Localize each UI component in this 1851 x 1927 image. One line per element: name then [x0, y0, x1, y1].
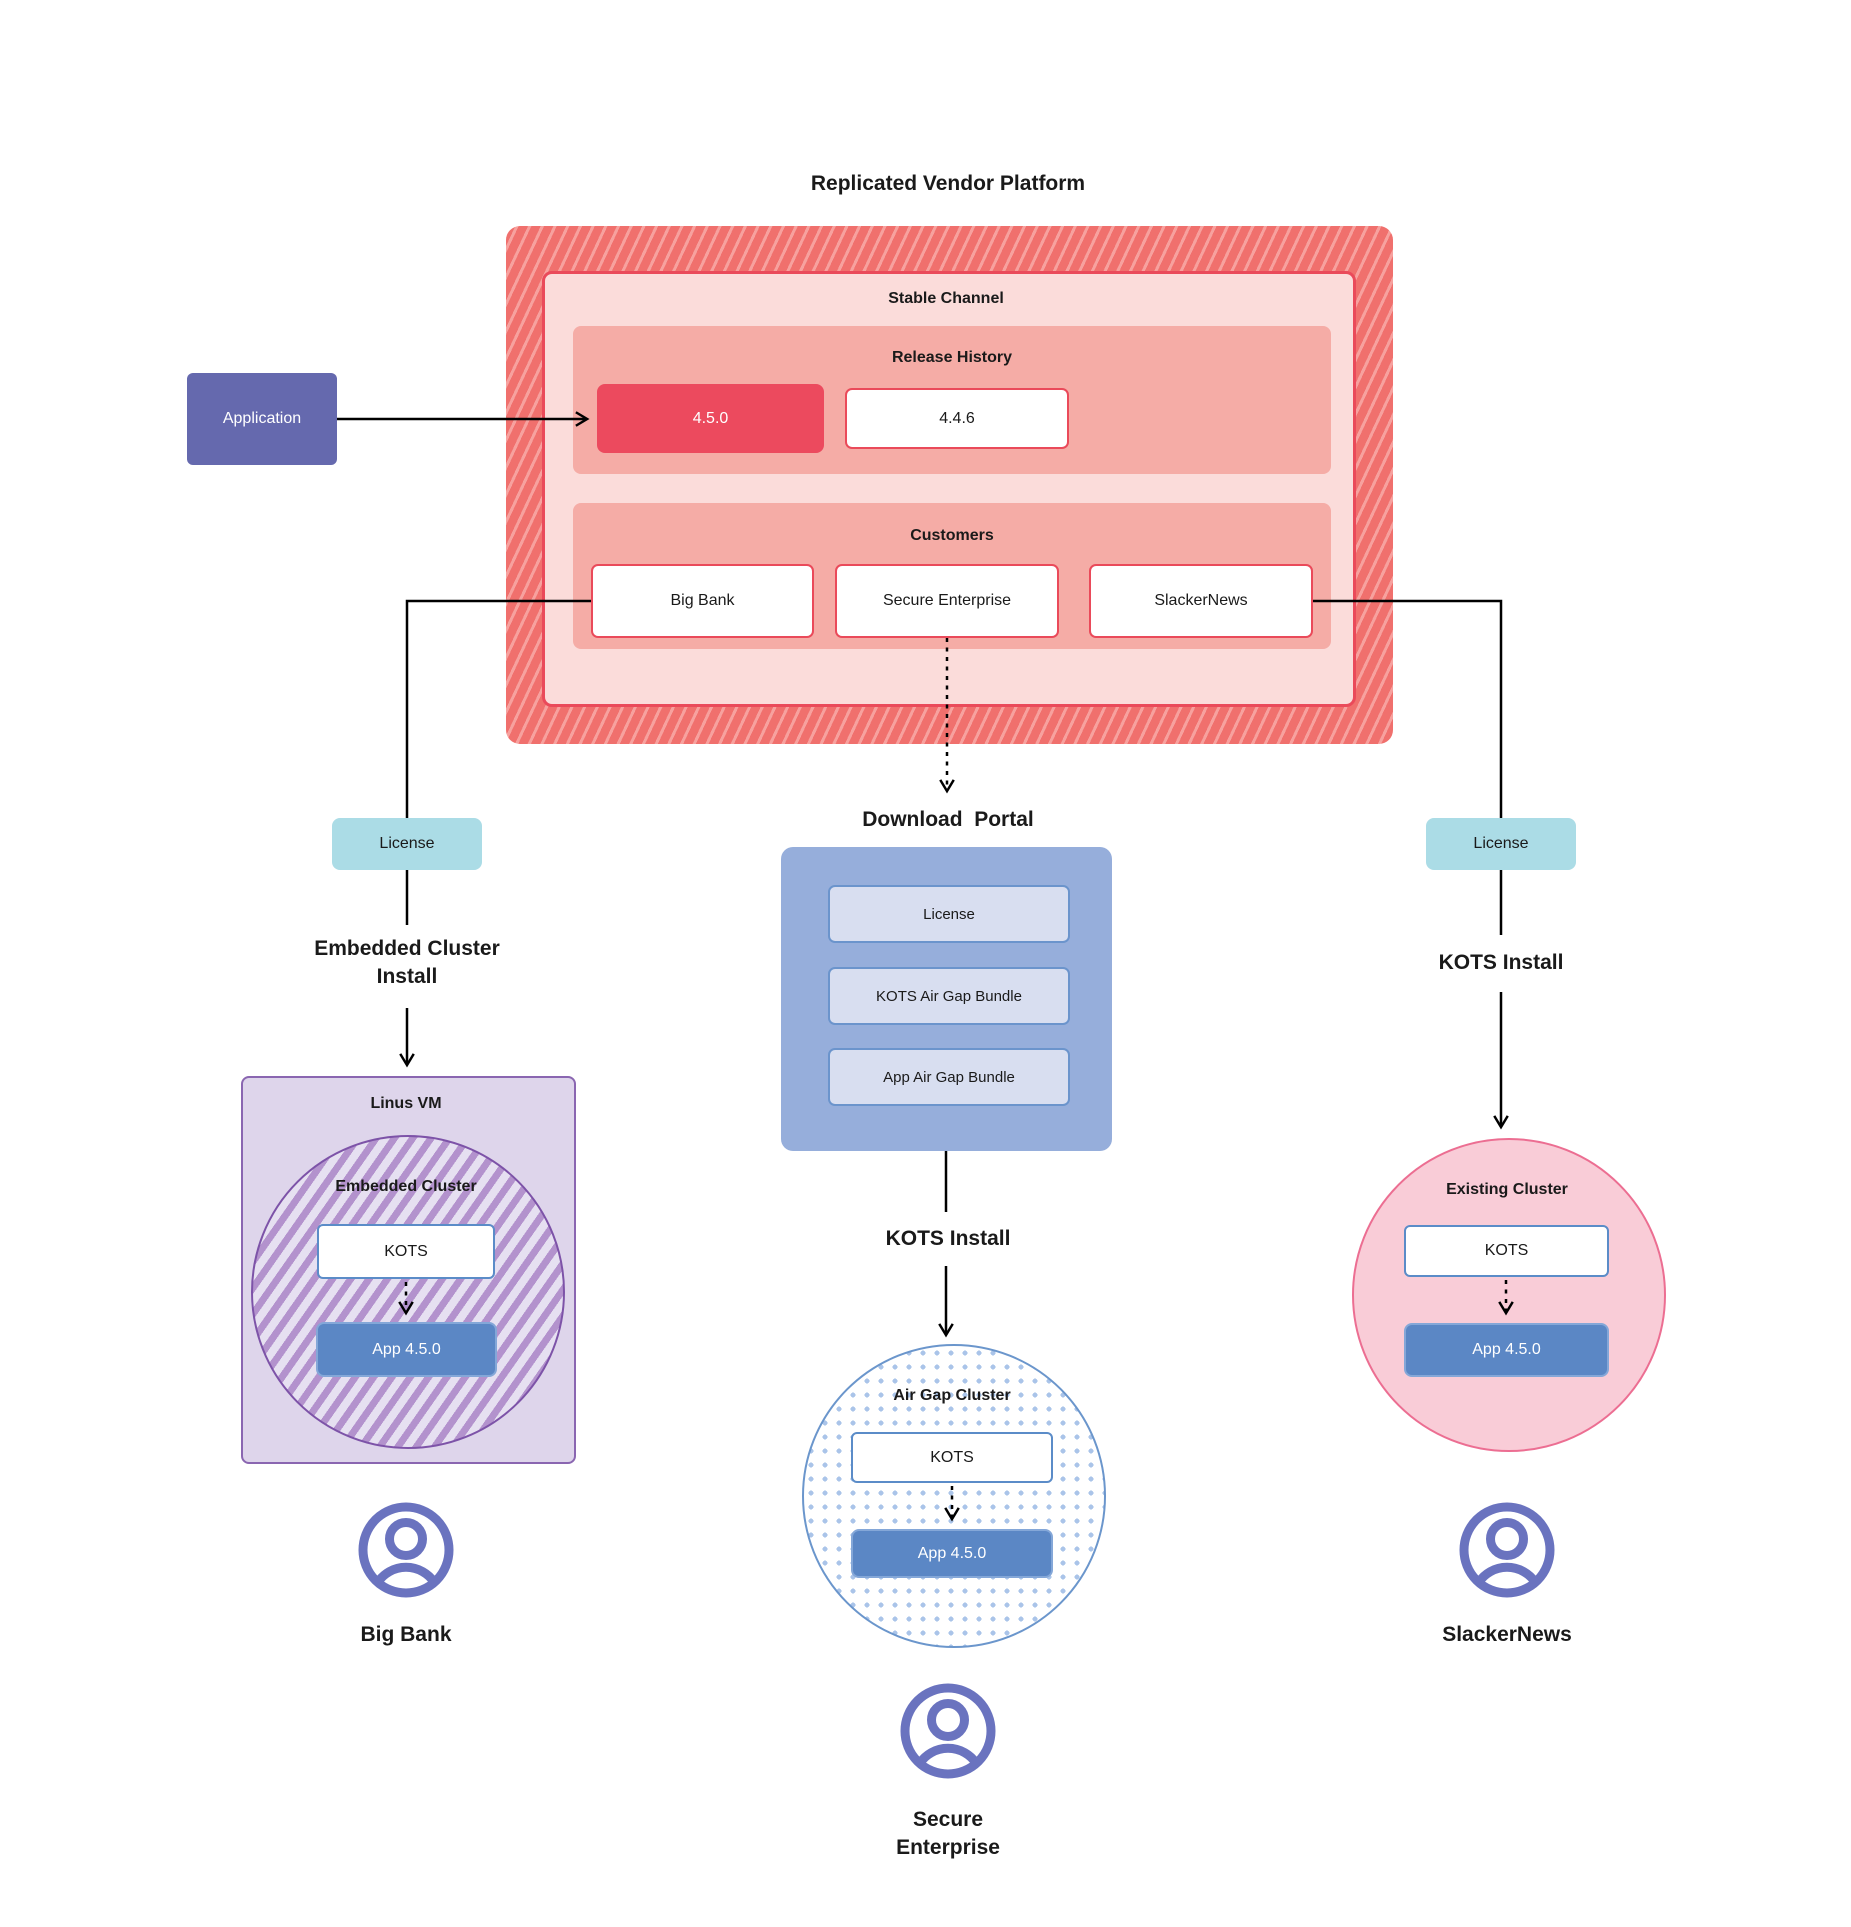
kots-box-right: KOTS	[1404, 1225, 1609, 1277]
customer-big-bank: Big Bank	[591, 564, 814, 638]
existing-cluster-circle	[1352, 1138, 1666, 1452]
linus-vm-label: Linus VM	[370, 1095, 442, 1112]
user-label-secure-enterprise: Secure Enterprise	[896, 1807, 1000, 1859]
app-box-middle: App 4.5.0	[851, 1529, 1053, 1578]
air-gap-cluster-circle	[802, 1344, 1106, 1648]
embedded-cluster-circle	[251, 1135, 565, 1449]
app-box-left: App 4.5.0	[316, 1322, 497, 1377]
user-label-slackernews: SlackerNews	[1442, 1622, 1572, 1646]
user-icon	[898, 1681, 998, 1781]
embedded-cluster-install-label: Embedded Cluster Install	[314, 936, 500, 988]
user-label-big-bank: Big Bank	[360, 1622, 452, 1646]
kots-box-left: KOTS	[317, 1224, 495, 1279]
user-icon	[1457, 1500, 1557, 1600]
kots-install-label-right: KOTS Install	[1438, 950, 1564, 974]
existing-cluster-label: Existing Cluster	[1446, 1181, 1568, 1198]
release-history-label: Release History	[891, 349, 1013, 366]
user-icon	[356, 1500, 456, 1600]
application-box: Application	[187, 373, 337, 465]
license-chip-left: License	[332, 818, 482, 870]
license-chip-right: License	[1426, 818, 1576, 870]
kots-box-middle: KOTS	[851, 1432, 1053, 1483]
portal-item-app-bundle: App Air Gap Bundle	[828, 1048, 1070, 1106]
download-portal-label: Download Portal	[862, 807, 1034, 831]
portal-item-license: License	[828, 885, 1070, 943]
diagram-title: Replicated Vendor Platform	[810, 172, 1086, 195]
kots-install-label-middle: KOTS Install	[885, 1226, 1011, 1250]
release-version-previous: 4.4.6	[845, 388, 1069, 449]
app-box-right: App 4.5.0	[1404, 1323, 1609, 1377]
portal-item-kots-bundle: KOTS Air Gap Bundle	[828, 967, 1070, 1025]
customers-label: Customers	[910, 527, 994, 544]
customer-secure-enterprise: Secure Enterprise	[835, 564, 1059, 638]
embedded-cluster-label: Embedded Cluster	[335, 1178, 477, 1195]
release-version-current: 4.5.0	[597, 384, 824, 453]
stable-channel-label: Stable Channel	[888, 290, 1004, 307]
customer-slackernews: SlackerNews	[1089, 564, 1313, 638]
air-gap-cluster-label: Air Gap Cluster	[893, 1387, 1011, 1404]
